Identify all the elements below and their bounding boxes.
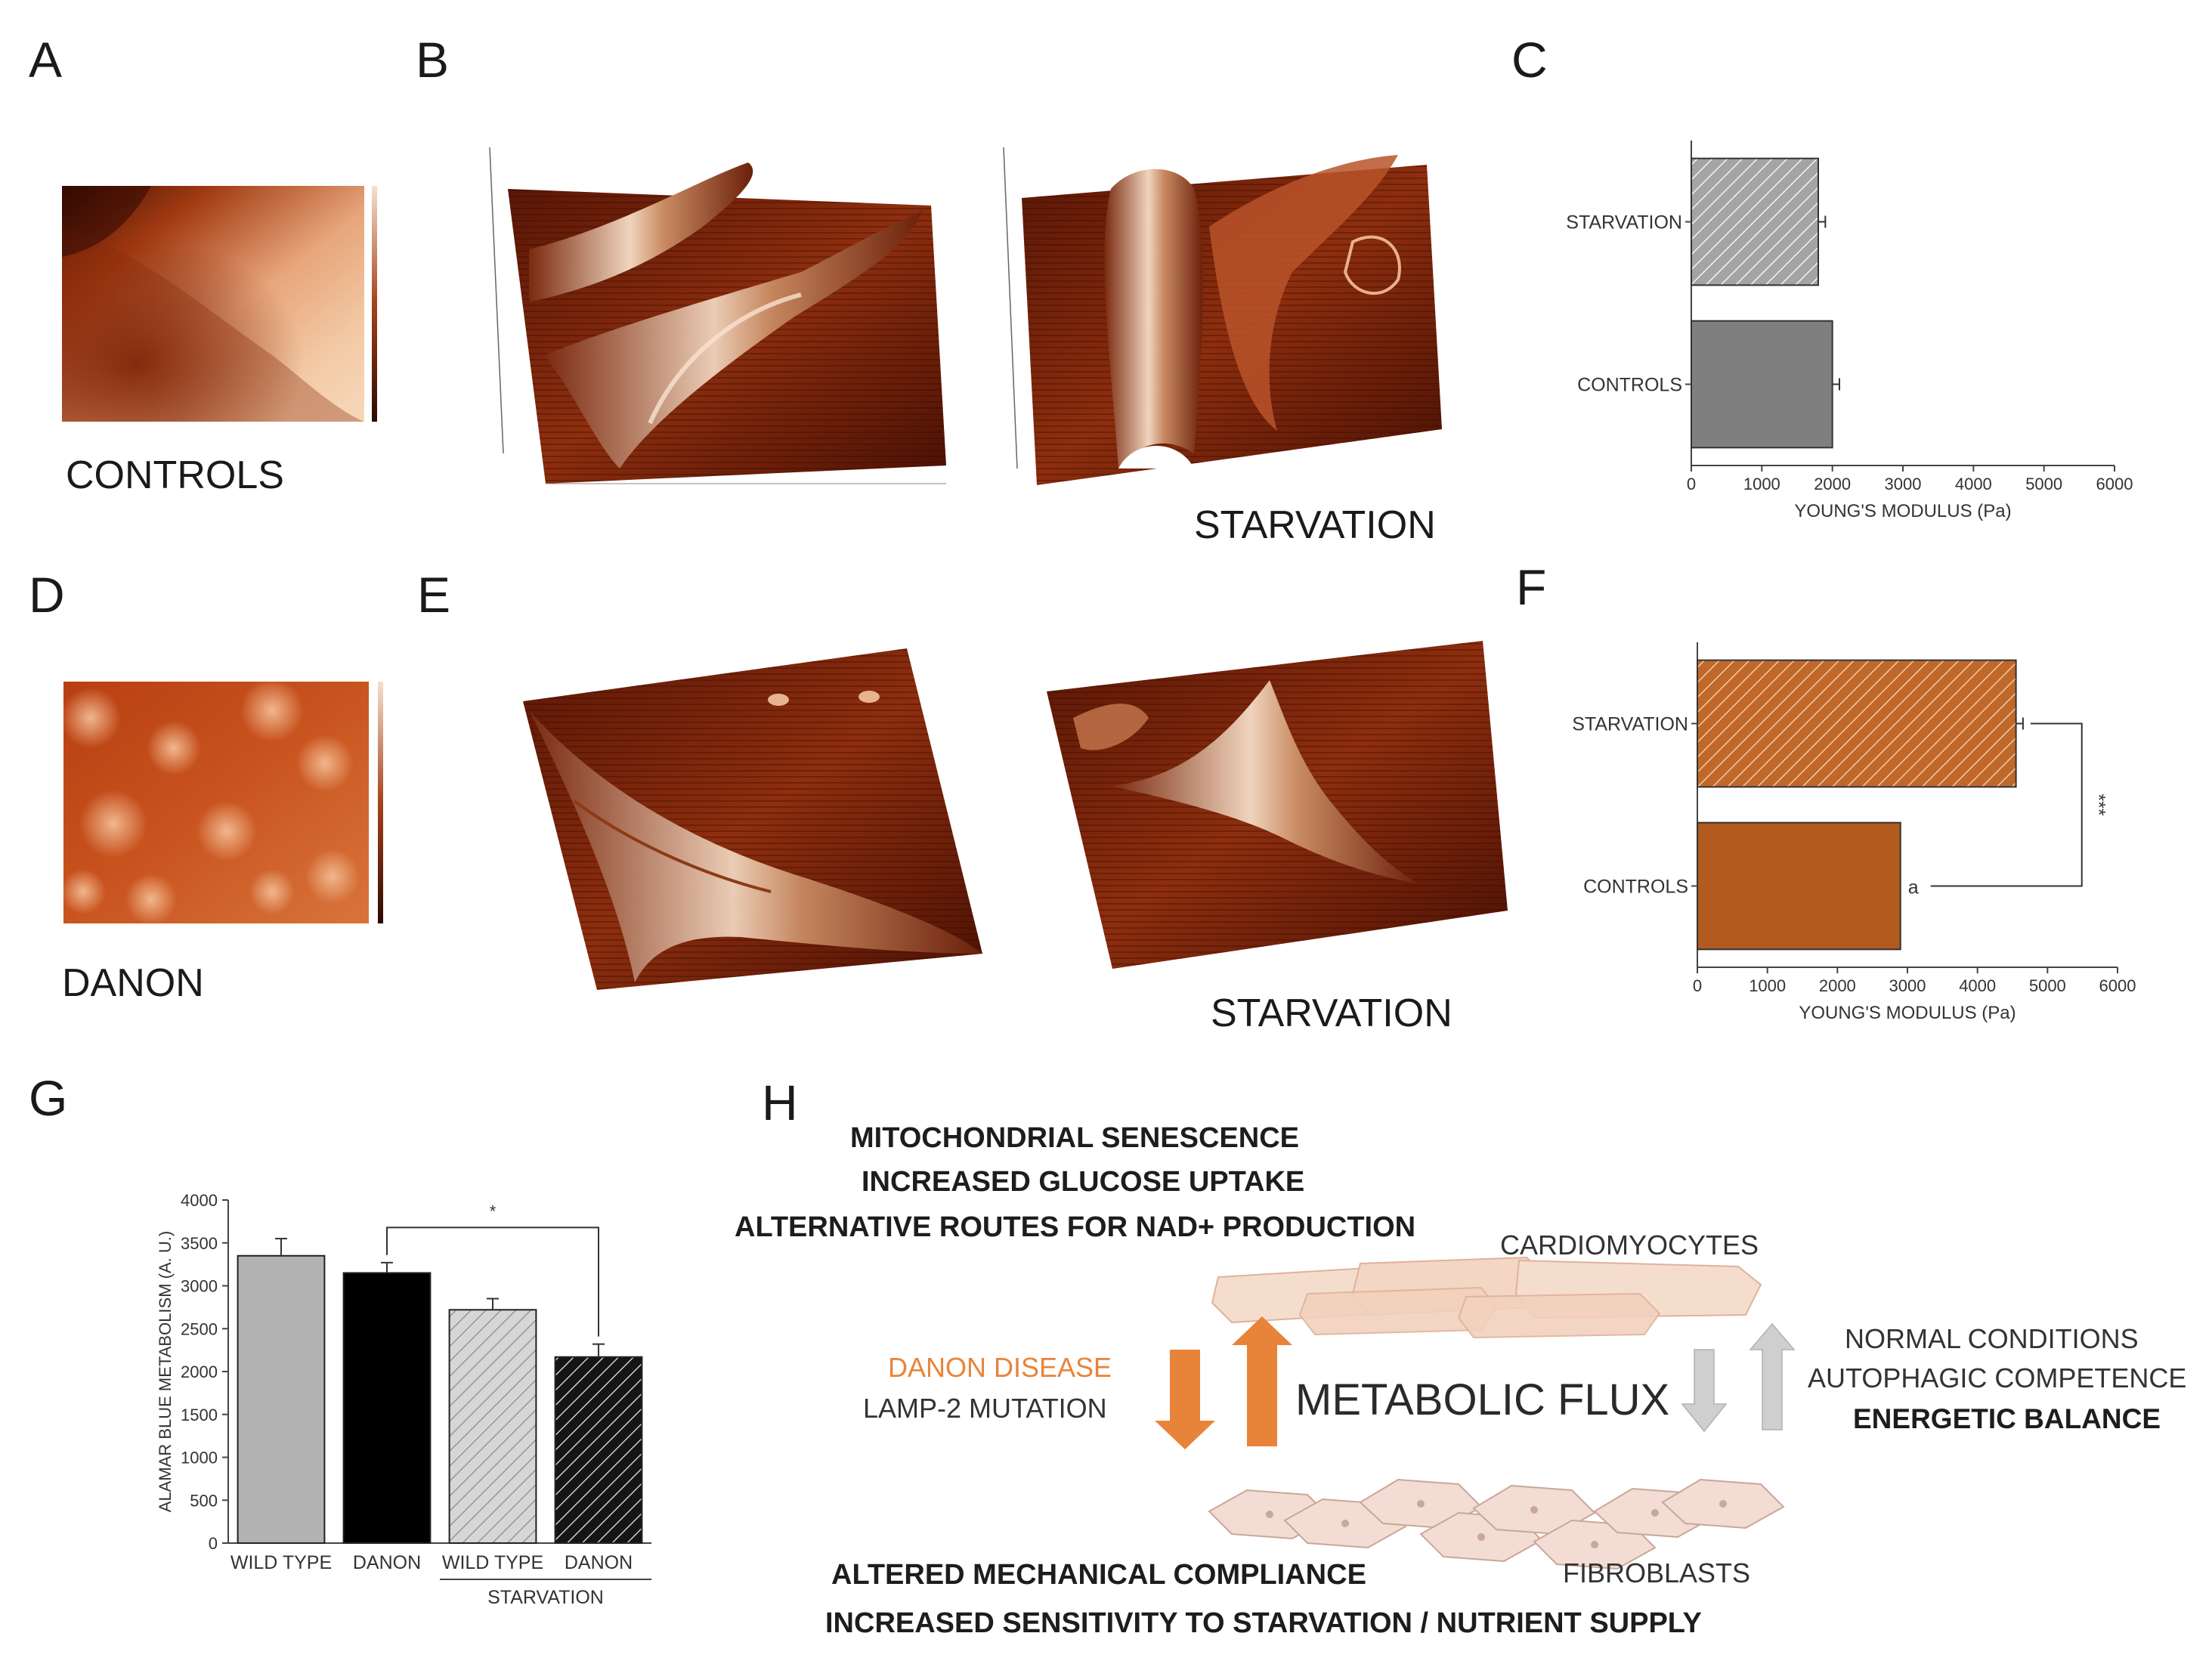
category-label: DANON: [353, 1552, 421, 1573]
bar-danon: [342, 1272, 432, 1544]
panel-letter-e: E: [417, 567, 450, 623]
bar-controls: [1691, 320, 1833, 449]
x-tick-label: 3000: [1889, 976, 1926, 995]
panel-letter-b: B: [416, 32, 449, 88]
bar-starvation: [1697, 659, 2017, 788]
afm-3d-surface-controls: [489, 147, 946, 484]
afm-3d-surface-starvation: [1003, 147, 1442, 485]
label-fibroblasts: FIBROBLASTS: [1563, 1557, 1750, 1588]
panel-letter-d: D: [29, 567, 65, 623]
x-tick-label: 4000: [1959, 976, 1996, 995]
x-tick-label: 1000: [1749, 976, 1786, 995]
panel-letter-f: F: [1516, 559, 1546, 615]
grey-arrow-down: [1681, 1349, 1728, 1433]
significance-marker: *: [490, 1202, 497, 1220]
afm-3d-surface-danon: [523, 648, 982, 990]
caption-danon: DANON: [62, 961, 204, 1005]
afm-heatmap-danon: [60, 679, 369, 925]
afm-heatmap-controls: [62, 186, 364, 422]
x-axis-title: YOUNG'S MODULUS (Pa): [1799, 1003, 2016, 1023]
x-tick-label: 6000: [2099, 976, 2136, 995]
panel-letter-h: H: [762, 1075, 798, 1130]
top-line-1: MITOCHONDRIAL SENESCENCE: [850, 1122, 1299, 1154]
panel-letter-c: C: [1511, 32, 1548, 88]
bar-annotation: a: [1908, 877, 1919, 898]
x-tick-label: 0: [1693, 976, 1702, 995]
x-tick-label: 3000: [1885, 475, 1922, 493]
x-tick-label: 2000: [1819, 976, 1856, 995]
y-tick-label: 0: [209, 1534, 218, 1553]
x-axis-title: YOUNG'S MODULUS (Pa): [1794, 501, 2011, 521]
y-tick-label: 3500: [181, 1234, 218, 1253]
caption-starvation-b: STARVATION: [1194, 503, 1436, 547]
label-lamp2-mutation: LAMP-2 MUTATION: [863, 1393, 1107, 1424]
category-label: STARVATION: [1572, 714, 1688, 735]
colorbar: [372, 186, 377, 422]
label-normal-conditions: NORMAL CONDITIONS: [1845, 1323, 2139, 1354]
category-label: STARVATION: [1566, 212, 1682, 234]
label-autophagic-competence: AUTOPHAGIC COMPETENCE: [1808, 1362, 2186, 1393]
significance-marker: ***: [2088, 793, 2109, 815]
bar-danon: [554, 1356, 643, 1544]
category-label: DANON: [565, 1552, 633, 1573]
orange-arrow-down: [1155, 1350, 1215, 1449]
significance-bracket: [386, 1226, 599, 1337]
x-tick-label: 5000: [2029, 976, 2066, 995]
bar-starvation: [1691, 157, 1819, 286]
afm-3d-surface-danon-starvation: [1047, 641, 1508, 969]
fibroblasts-illustration: [1208, 1478, 1785, 1570]
top-line-2: INCREASED GLUCOSE UPTAKE: [862, 1166, 1304, 1198]
y-tick-label: 1500: [181, 1406, 218, 1424]
caption-controls: CONTROLS: [66, 453, 284, 497]
bar-wild-type: [448, 1309, 537, 1545]
top-line-3: ALTERNATIVE ROUTES FOR NAD+ PRODUCTION: [735, 1211, 1415, 1243]
category-label: WILD TYPE: [442, 1552, 543, 1573]
caption-starvation-e: STARVATION: [1211, 991, 1452, 1035]
significance-bracket: [1930, 722, 2083, 887]
y-tick-label: 3000: [181, 1277, 218, 1296]
y-tick-label: 1000: [181, 1449, 218, 1468]
x-tick-label: 5000: [2025, 475, 2062, 493]
orange-arrow-up: [1232, 1316, 1292, 1446]
bar-controls: [1697, 821, 1901, 951]
cardiomyocytes-illustration: [1211, 1256, 1762, 1339]
label-energetic-balance: ENERGETIC BALANCE: [1853, 1403, 2161, 1434]
bottom-line-2: INCREASED SENSITIVITY TO STARVATION / NU…: [825, 1607, 1702, 1639]
schematic-h: MITOCHONDRIAL SENESCENCE INCREASED GLUCO…: [735, 1122, 2186, 1639]
label-cardiomyocytes: CARDIOMYOCYTES: [1500, 1229, 1759, 1260]
panel-letter-g: G: [29, 1070, 67, 1126]
category-label: WILD TYPE: [230, 1552, 332, 1573]
y-axis-title: ALAMAR BLUE METABOLISM (A. U.): [156, 1231, 175, 1512]
y-tick-label: 2500: [181, 1319, 218, 1338]
x-tick-label: 6000: [2096, 475, 2133, 493]
x-tick-label: 2000: [1814, 475, 1851, 493]
bottom-line-1: ALTERED MECHANICAL COMPLIANCE: [831, 1559, 1366, 1591]
category-label: CONTROLS: [1577, 375, 1682, 396]
x-tick-label: 1000: [1743, 475, 1780, 493]
category-label: CONTROLS: [1583, 877, 1688, 898]
label-danon-disease: DANON DISEASE: [888, 1352, 1112, 1383]
x-tick-label: 4000: [1955, 475, 1992, 493]
x-tick-label: 0: [1687, 475, 1696, 493]
group-label: STARVATION: [487, 1587, 604, 1608]
bar-wild-type: [237, 1254, 326, 1545]
y-tick-label: 500: [190, 1491, 218, 1510]
y-tick-label: 2000: [181, 1362, 218, 1381]
label-metabolic-flux: METABOLIC FLUX: [1295, 1375, 1669, 1424]
y-tick-label: 4000: [181, 1191, 218, 1210]
grey-arrow-up: [1749, 1322, 1796, 1430]
colorbar: [378, 682, 383, 923]
panel-letter-a: A: [29, 32, 62, 88]
